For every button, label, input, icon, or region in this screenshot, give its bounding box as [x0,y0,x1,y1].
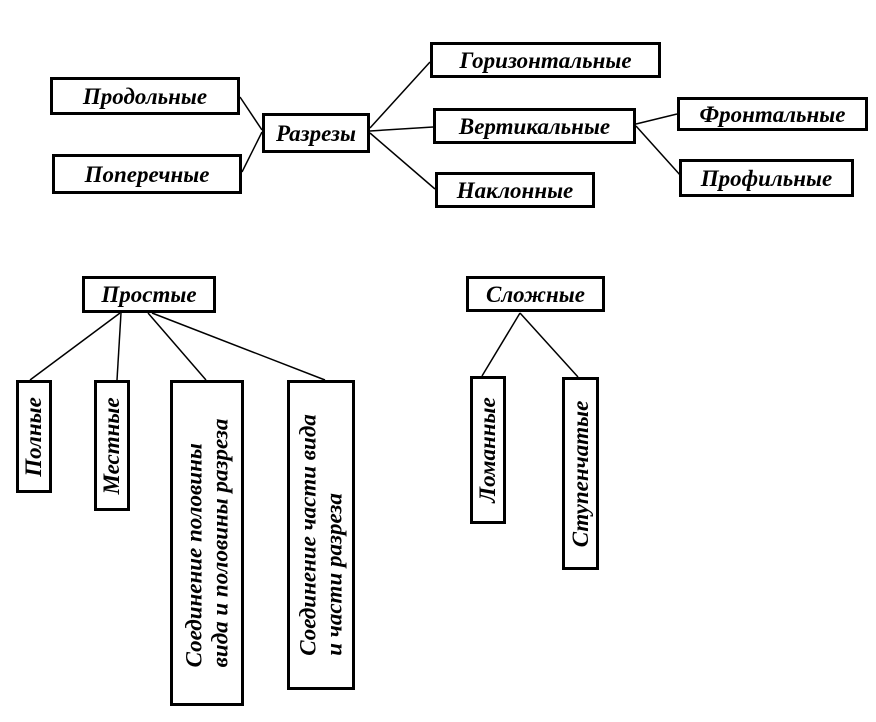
connector-lomannye [481,312,521,377]
node-slozhnye-label: Сложные [486,281,585,307]
node-soed-chasti-line2: и части разреза [321,493,346,656]
node-soed-chasti-text: Соединение части вида и части разреза [295,414,347,656]
node-vertikalnye: Вертикальные [433,108,636,144]
connector-soed-polovin [147,312,207,381]
node-mestnye-label: Местные [99,396,125,495]
node-prostye: Простые [82,276,216,313]
node-frontalnye: Фронтальные [677,97,868,131]
node-polnye-text: Полные [21,397,47,477]
node-poperechnye: Поперечные [52,154,242,194]
connector-gorizontalnye [369,61,431,129]
connector-poperechnye [241,131,263,173]
node-razrezy: Разрезы [262,113,370,153]
node-stupenchatye-text: Ступенчатые [568,400,594,547]
node-soed-polovin-text: Соединение половины вида и половины разр… [181,419,233,668]
node-naklonnye: Наклонные [435,172,595,208]
node-soed-polovin: Соединение половины вида и половины разр… [170,380,244,706]
node-prodolnye-label: Продольные [82,83,208,109]
connector-polnye [29,312,121,381]
node-polnye: Полные [16,380,52,493]
node-gorizontalnye: Горизонтальные [430,42,661,78]
node-slozhnye: Сложные [466,276,605,312]
node-prostye-label: Простые [101,282,197,307]
connector-mestnye [116,312,122,381]
connector-soed-chasti [151,312,326,381]
node-profilnye: Профильные [679,159,854,197]
node-prodolnye: Продольные [50,77,240,115]
node-soed-chasti: Соединение части вида и части разреза [287,380,355,690]
connector-vertikalnye [369,126,434,132]
node-profilnye-label: Профильные [700,165,833,191]
node-vertikalnye-label: Вертикальные [458,113,611,139]
node-mestnye: Местные [94,380,130,511]
node-soed-polovin-line2: вида и половины разреза [207,418,232,668]
node-soed-chasti-line1: Соединение части вида [295,414,321,656]
connector-naklonnye [369,132,436,190]
connector-profilnye [635,125,682,177]
node-stupenchatye: Ступенчатые [562,377,599,570]
node-razrezy-label: Разрезы [276,120,356,146]
node-mestnye-text: Местные [99,397,125,494]
node-lomannye-label: Ломанные [475,397,501,503]
node-soed-polovin-line1: Соединение половины [181,443,207,668]
connector-stupenchatye [519,312,579,378]
node-naklonnye-label: Наклонные [456,177,574,203]
node-lomannye: Ломанные [470,376,506,524]
node-stupenchatye-label: Ступенчатые [567,400,593,547]
node-gorizontalnye-label: Горизонтальные [459,47,632,73]
connector-prodolnye [239,96,263,131]
node-poperechnye-label: Поперечные [84,161,210,187]
node-frontalnye-label: Фронтальные [699,101,846,127]
node-polnye-label: Полные [21,396,47,477]
node-lomannye-text: Ломанные [475,397,501,502]
connector-frontalnye [635,113,678,125]
